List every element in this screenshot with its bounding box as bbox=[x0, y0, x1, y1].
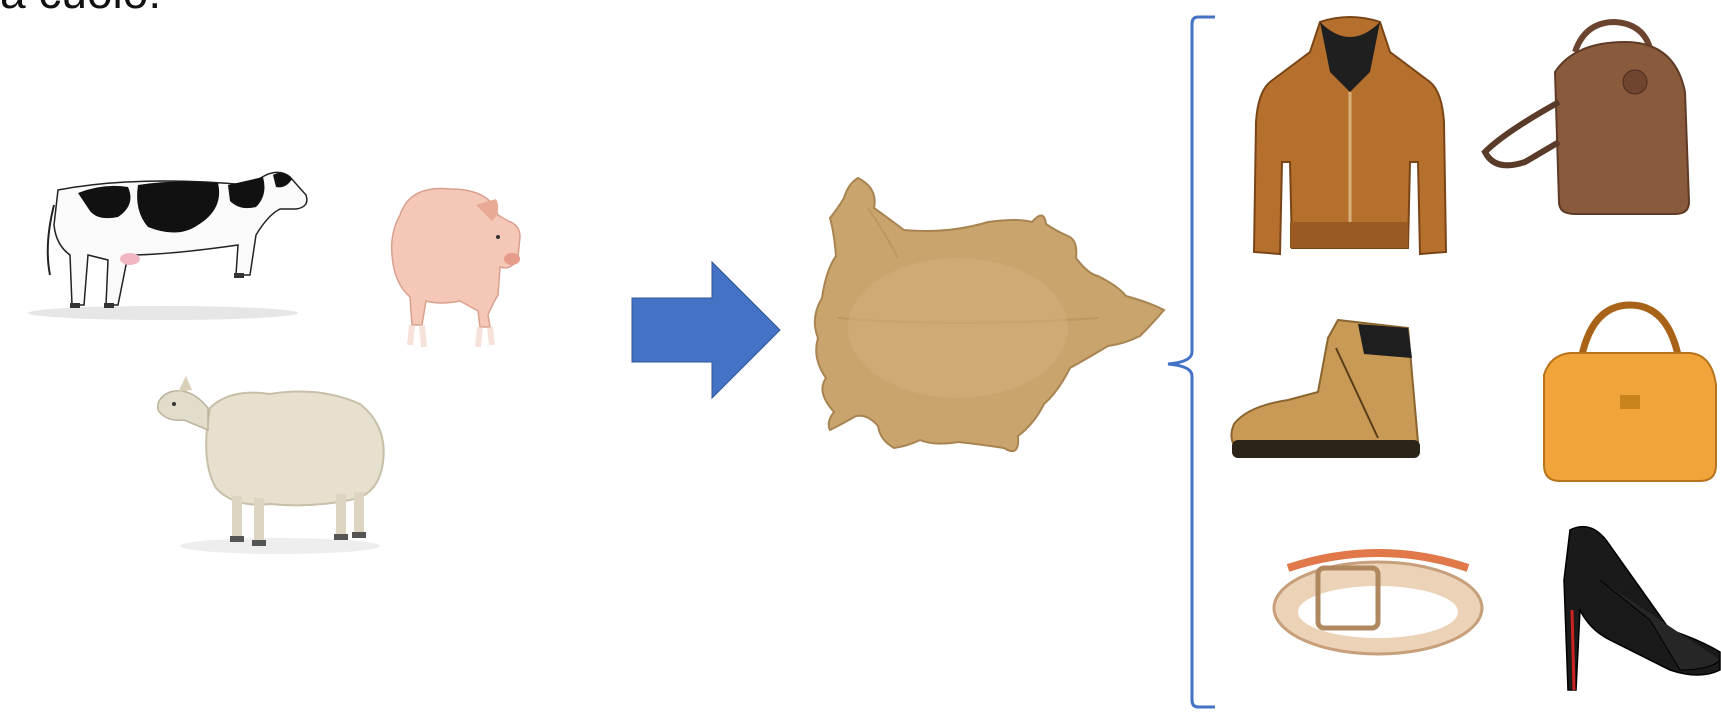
pig-icon bbox=[380, 175, 540, 370]
high-heels-icon bbox=[1550, 520, 1721, 700]
sheep-icon bbox=[150, 368, 410, 578]
right-arrow-icon bbox=[632, 262, 782, 398]
curly-bracket bbox=[1160, 12, 1220, 712]
jacket-icon bbox=[1250, 12, 1450, 272]
cow-icon bbox=[18, 155, 313, 325]
belt-icon bbox=[1268, 528, 1488, 688]
handbag-icon bbox=[1540, 295, 1720, 485]
backpack-icon bbox=[1475, 12, 1695, 232]
slide-title-fragment: a cuoio: bbox=[0, 0, 161, 15]
boot-icon bbox=[1228, 318, 1428, 478]
leather-hide-icon bbox=[808, 178, 1168, 508]
